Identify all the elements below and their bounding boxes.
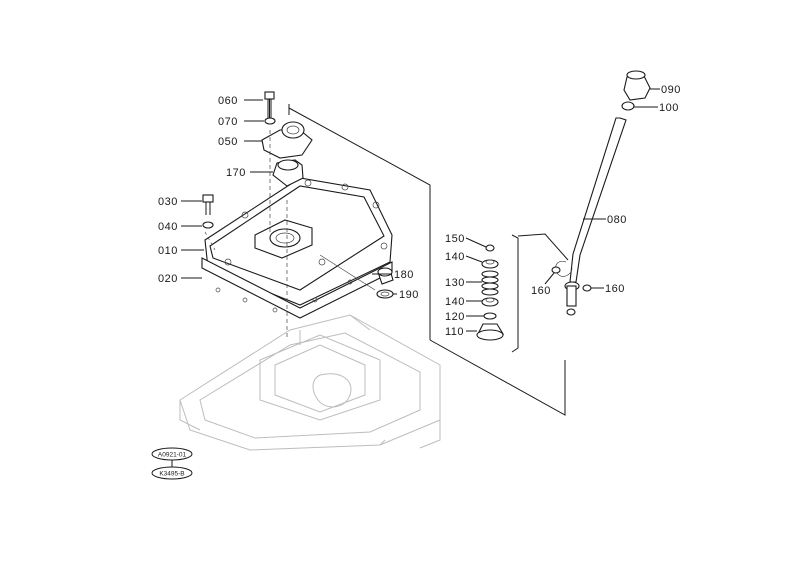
label-090: 090 xyxy=(661,84,681,96)
label-140-upper: 140 xyxy=(445,251,465,263)
label-070: 070 xyxy=(218,116,238,128)
label-140-lower: 140 xyxy=(445,296,465,308)
label-160-right: 160 xyxy=(605,283,625,295)
ring-120 xyxy=(483,312,497,320)
catalog-code-bottom: K3495-B xyxy=(151,466,193,480)
label-150: 150 xyxy=(445,233,465,245)
label-100: 100 xyxy=(659,102,679,114)
seat-140-upper xyxy=(481,259,499,269)
catalog-code-top: A0921-01 xyxy=(151,447,193,461)
label-010: 010 xyxy=(158,245,178,257)
label-020: 020 xyxy=(158,273,178,285)
knob-090 xyxy=(623,70,651,101)
label-120: 120 xyxy=(445,311,465,323)
spring-130 xyxy=(481,270,499,296)
label-050: 050 xyxy=(218,136,238,148)
washer-150 xyxy=(485,244,495,252)
boot-170 xyxy=(272,159,304,187)
label-190: 190 xyxy=(399,289,419,301)
label-160-left: 160 xyxy=(531,285,551,297)
label-130: 130 xyxy=(445,277,465,289)
label-040: 040 xyxy=(158,221,178,233)
label-180: 180 xyxy=(394,269,414,281)
label-170: 170 xyxy=(226,167,246,179)
label-060: 060 xyxy=(218,95,238,107)
gasket xyxy=(201,257,393,319)
housing-050 xyxy=(261,121,313,159)
code-top-text: A0921-01 xyxy=(158,452,187,459)
cover-110 xyxy=(476,323,504,341)
pin-160-left xyxy=(551,266,561,274)
bolt-030 xyxy=(202,194,214,215)
nut-100 xyxy=(621,101,635,111)
label-080: 080 xyxy=(607,214,627,226)
washer-190 xyxy=(376,289,394,299)
code-bottom-text: K3495-B xyxy=(159,471,184,478)
label-110: 110 xyxy=(445,326,464,338)
bolt-060 xyxy=(264,91,275,118)
seat-140-lower xyxy=(481,297,499,307)
leader-lines xyxy=(181,88,660,332)
shift-lever-080 xyxy=(555,117,627,316)
shifter-base-plate xyxy=(254,219,313,259)
transmission-housing-outline xyxy=(179,314,441,451)
washer-070 xyxy=(264,117,276,125)
pin-160-right xyxy=(582,284,592,292)
washer-040 xyxy=(202,221,214,229)
label-030: 030 xyxy=(158,196,178,208)
plug-180 xyxy=(377,267,394,285)
